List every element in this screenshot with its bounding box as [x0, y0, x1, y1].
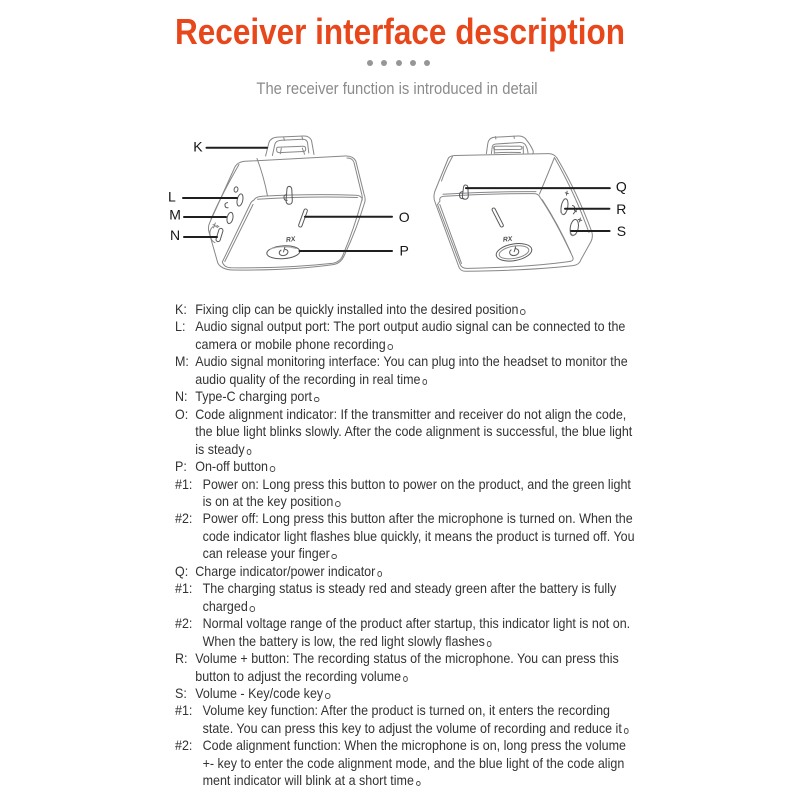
- svg-text:RX: RX: [503, 236, 514, 244]
- svg-text:S: S: [617, 223, 626, 239]
- svg-text:L: L: [168, 189, 176, 205]
- svg-text:N: N: [170, 227, 180, 243]
- svg-text:P: P: [400, 242, 409, 258]
- svg-text:R: R: [616, 201, 626, 217]
- svg-text:M: M: [169, 207, 181, 223]
- svg-text:K: K: [193, 139, 203, 155]
- svg-text:Q: Q: [616, 179, 627, 195]
- svg-text:O: O: [399, 209, 410, 225]
- svg-text:RX: RX: [286, 236, 297, 244]
